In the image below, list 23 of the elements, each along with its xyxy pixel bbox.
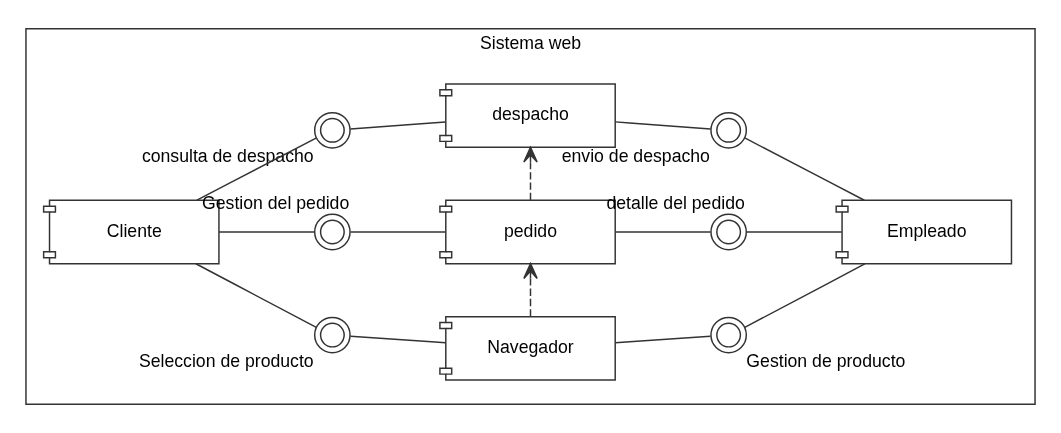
node-circle — [710, 316, 748, 354]
connector — [744, 262, 866, 329]
connector — [614, 121, 712, 130]
node-circle — [313, 213, 351, 251]
connector — [746, 231, 843, 233]
connector — [349, 231, 447, 233]
node-label: Gestion de producto — [746, 350, 906, 371]
connector — [349, 121, 447, 130]
connector — [614, 231, 712, 233]
connector — [349, 335, 447, 344]
node-circle — [710, 111, 748, 149]
arrow — [523, 146, 538, 201]
connector — [614, 335, 712, 344]
node-circle — [313, 111, 351, 149]
connector — [218, 231, 315, 233]
connector — [744, 137, 866, 201]
node-label: Seleccion de producto — [138, 350, 314, 371]
node-label: envio de despacho — [561, 146, 710, 167]
node-circle — [710, 213, 748, 251]
node-label: Gestion del pedido — [202, 193, 350, 214]
node-circle — [313, 316, 351, 354]
arrow — [523, 262, 538, 318]
connector — [195, 263, 318, 329]
